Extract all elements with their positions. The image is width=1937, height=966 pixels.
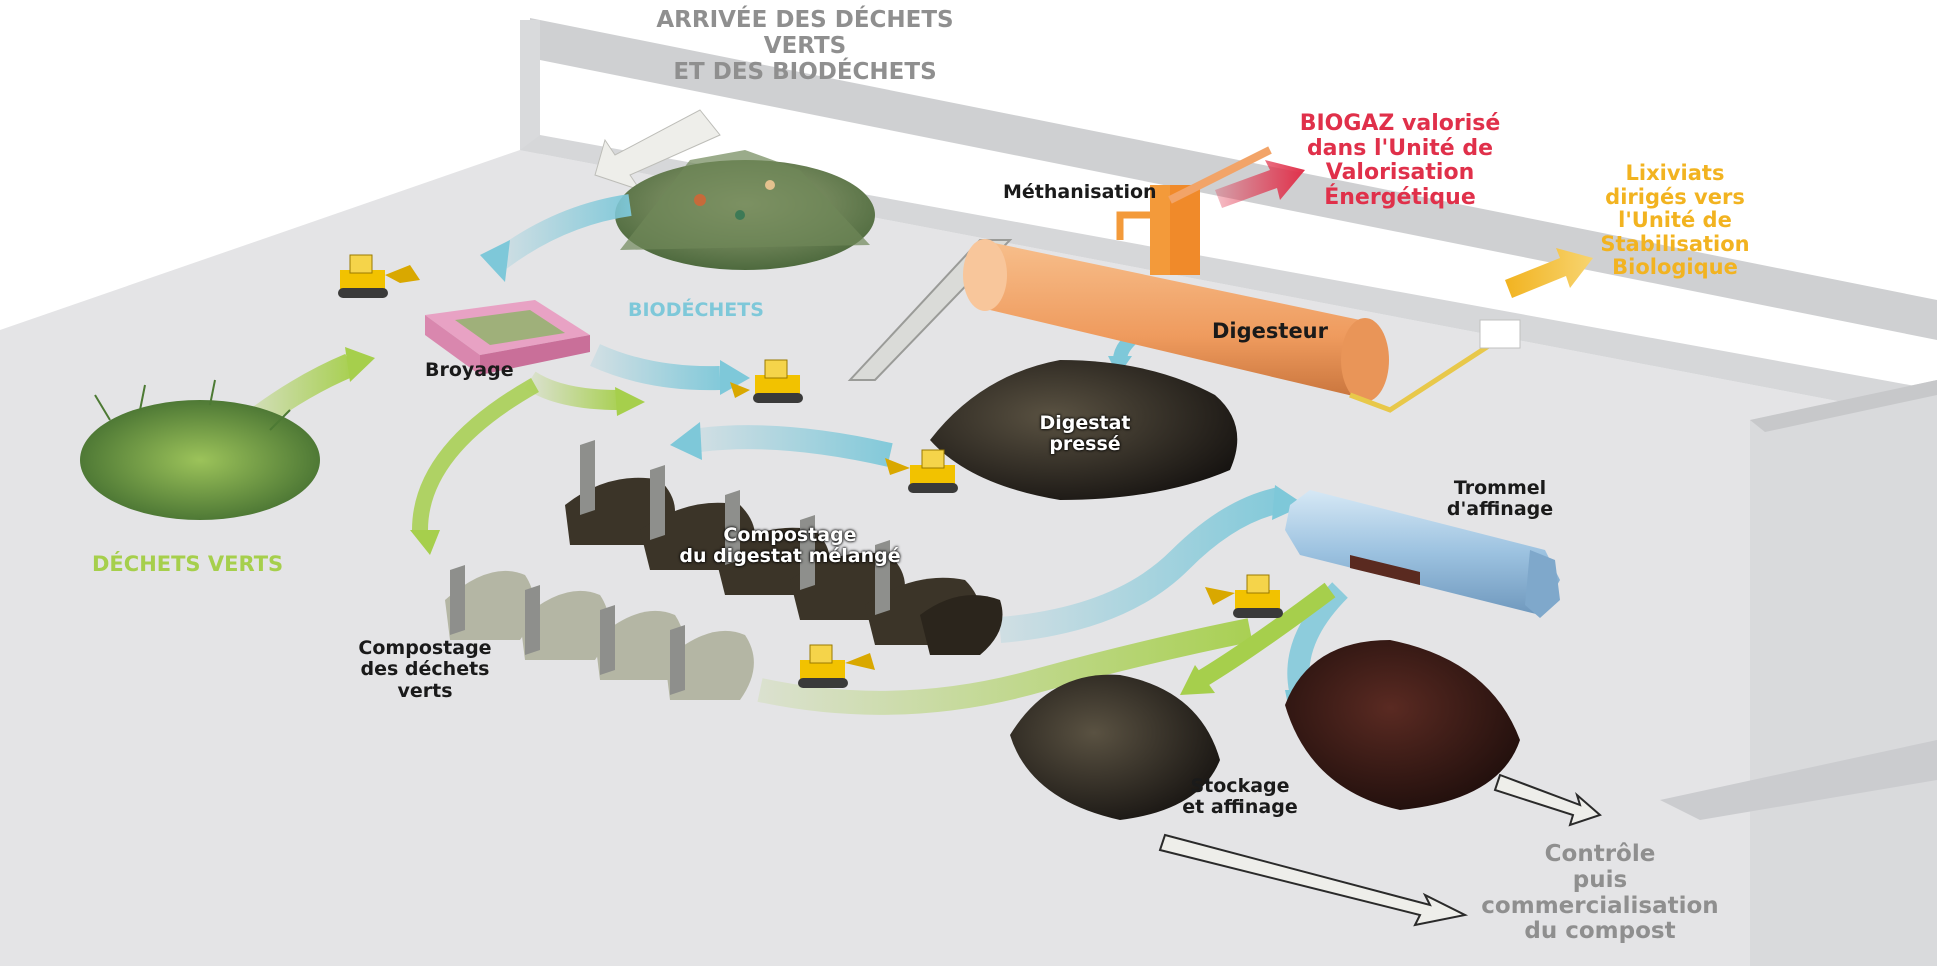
digestate-label: Digestat pressé xyxy=(1039,412,1131,456)
arrival-arrow-icon xyxy=(594,109,721,191)
loader-vehicle-icon xyxy=(338,254,420,298)
green-compost-label: Compostage des déchets verts xyxy=(358,637,492,702)
biogas-arrow-icon xyxy=(1215,160,1305,208)
digester-tank xyxy=(963,146,1389,402)
digestate-compost-label: Compostage du digestat mélangé xyxy=(679,524,901,568)
output-arrow-icon xyxy=(1493,773,1602,827)
crushing-label: Broyage xyxy=(425,359,514,381)
methanisation-label: Méthanisation xyxy=(1003,181,1157,203)
green-compost-windrows xyxy=(445,570,754,700)
loader-vehicle-icon xyxy=(798,644,875,688)
final-pile-rust xyxy=(1285,640,1520,810)
loader-vehicle-icon xyxy=(1205,574,1283,618)
final-pile-dark xyxy=(1010,674,1220,820)
output-arrow-icon xyxy=(1158,833,1469,927)
digestate-pile-icon xyxy=(930,360,1238,500)
storage-label: Stockage et affinage xyxy=(1182,775,1298,819)
digester-label: Digesteur xyxy=(1212,319,1328,343)
trommel-drum xyxy=(1285,490,1560,618)
trommel-label: Trommel d'affinage xyxy=(1446,477,1554,521)
crusher-machine xyxy=(425,300,590,375)
leachate-arrow-icon xyxy=(1505,248,1593,298)
arrival-label: ARRIVÉE DES DÉCHETS VERTS ET DES BIODÉCH… xyxy=(656,7,954,85)
control-label: Contrôle puis commercialisation du compo… xyxy=(1481,841,1719,945)
leachate-pipe xyxy=(1349,342,1492,413)
leachate-label: Lixiviats dirigés vers l'Unité de Stabil… xyxy=(1600,161,1750,280)
biogas-label: BIOGAZ valorisé dans l'Unité de Valorisa… xyxy=(1299,111,1501,210)
green-waste-label: DÉCHETS VERTS xyxy=(92,552,284,576)
loader-vehicle-icon xyxy=(730,359,803,403)
loader-vehicle-icon xyxy=(885,449,958,493)
green-waste-pile-icon xyxy=(80,400,320,520)
biowaste-label: BIODÉCHETS xyxy=(628,299,764,321)
